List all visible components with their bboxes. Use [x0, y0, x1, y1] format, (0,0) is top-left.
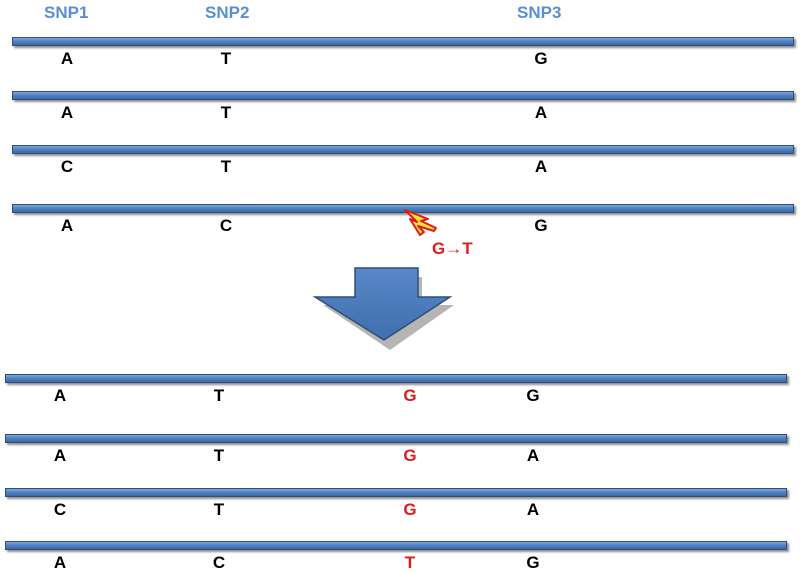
snp3-header: SNP3	[517, 3, 562, 22]
top-2-snp2: T	[220, 103, 232, 122]
bottom-1-snp2: T	[213, 386, 225, 405]
bottom-strand-4	[5, 541, 787, 550]
bottom-4-snp1: A	[53, 553, 67, 572]
top-strand-1	[12, 37, 794, 46]
bottom-2-new-snp: G	[403, 446, 417, 465]
bottom-strand-3	[5, 488, 787, 497]
top-strand-3	[12, 145, 794, 154]
snp1-header: SNP1	[44, 3, 89, 22]
bottom-4-snp3: G	[526, 553, 540, 572]
down-arrow-icon	[312, 267, 454, 350]
top-3-snp3: A	[534, 157, 548, 176]
top-4-snp1: A	[60, 216, 74, 235]
bottom-1-snp1: A	[53, 386, 67, 405]
top-4-snp3: G	[534, 216, 548, 235]
bottom-strand-1	[5, 374, 787, 383]
bottom-strand-2	[5, 434, 787, 443]
mutation-lightning-icon	[404, 209, 437, 236]
bottom-3-snp3: A	[526, 500, 540, 519]
bottom-3-new-snp: G	[403, 500, 417, 519]
top-1-snp2: T	[220, 49, 232, 68]
top-4-snp2: C	[219, 216, 233, 235]
top-3-snp2: T	[220, 157, 232, 176]
bottom-1-new-snp: G	[403, 386, 417, 405]
bottom-4-new-snp: T	[404, 553, 416, 572]
snp2-header: SNP2	[205, 3, 250, 22]
top-strand-4	[12, 204, 794, 213]
top-1-snp3: G	[534, 49, 548, 68]
top-2-snp3: A	[534, 103, 548, 122]
top-1-snp1: A	[60, 49, 74, 68]
bottom-2-snp1: A	[53, 446, 67, 465]
bottom-4-snp2: C	[212, 553, 226, 572]
mutation-label: G→T	[432, 239, 473, 258]
bottom-2-snp2: T	[213, 446, 225, 465]
top-strand-2	[12, 91, 794, 100]
bottom-1-snp3: G	[526, 386, 540, 405]
bottom-2-snp3: A	[526, 446, 540, 465]
bottom-3-snp2: T	[213, 500, 225, 519]
top-3-snp1: C	[60, 157, 74, 176]
top-2-snp1: A	[60, 103, 74, 122]
bottom-3-snp1: C	[53, 500, 67, 519]
